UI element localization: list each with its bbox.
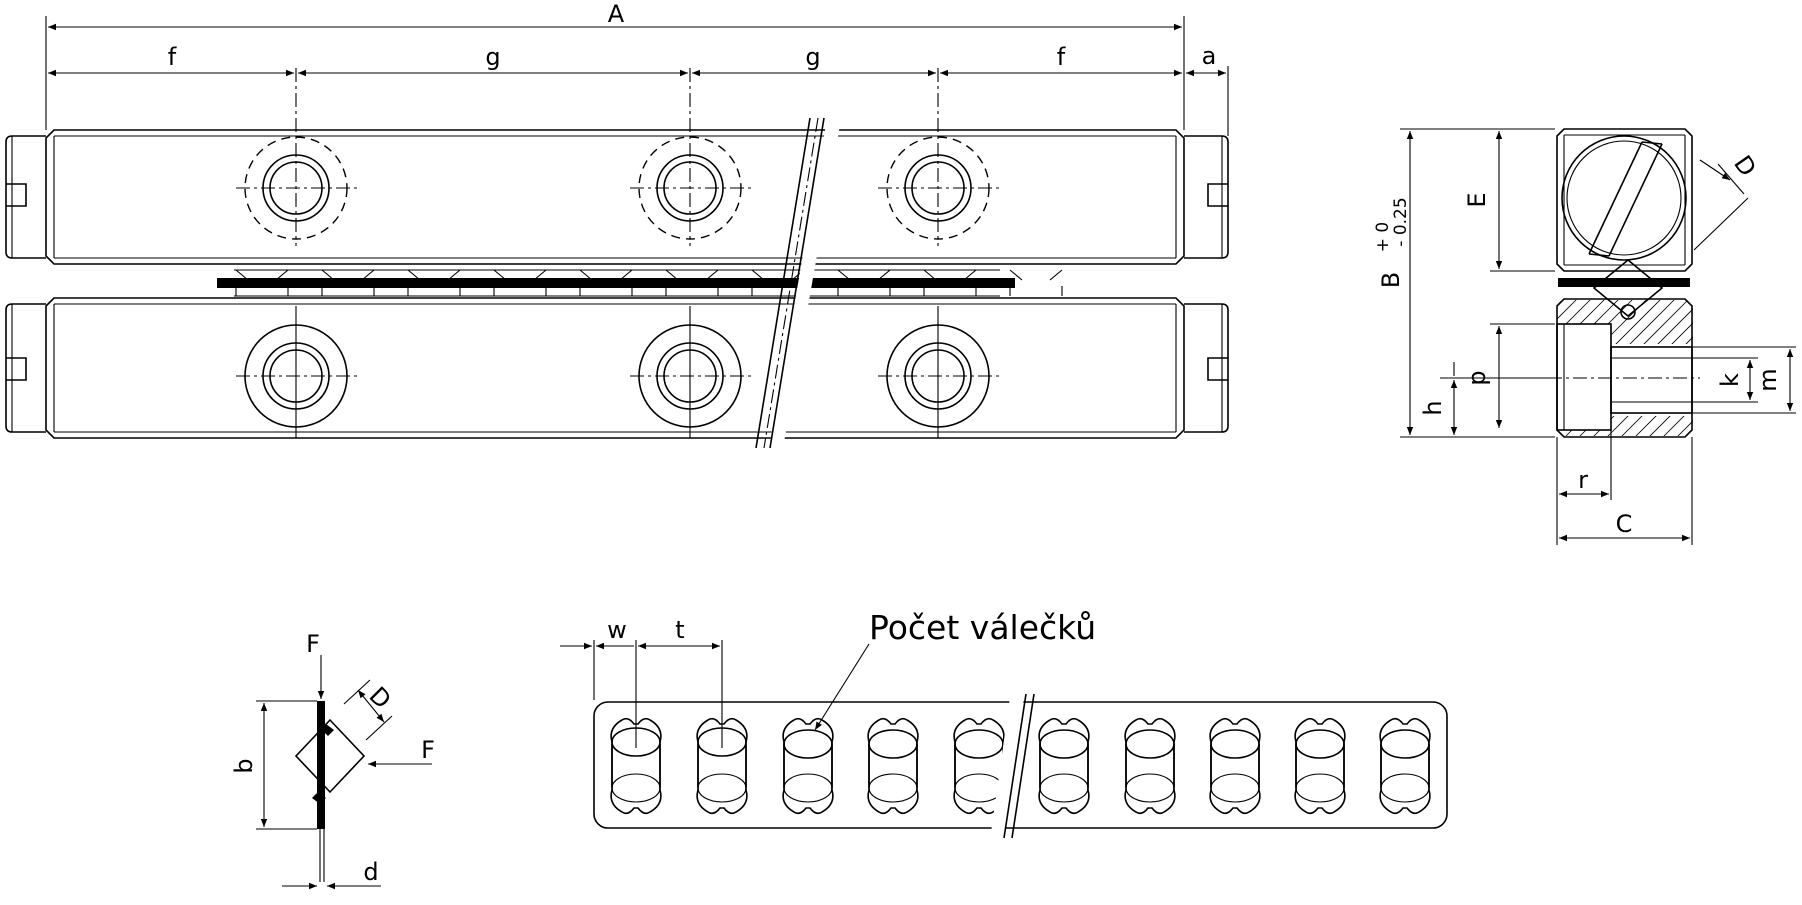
dimension-A: A — [45, 0, 1185, 130]
hatch-line — [1690, 300, 1693, 436]
label-F-top: F — [306, 630, 320, 658]
label-A: A — [608, 0, 625, 28]
label-C: C — [1616, 510, 1633, 538]
side-cage-bar — [1558, 278, 1690, 287]
hatch-line — [1676, 300, 1693, 436]
cage-tick — [665, 269, 719, 296]
roller-cage-detail: w t Počet válečků — [560, 608, 1448, 839]
upper-rail — [5, 129, 1229, 265]
side-lower-rail — [1397, 297, 1802, 438]
roller-load-detail: F F D b d — [230, 630, 435, 890]
dimension-k: k — [1692, 357, 1758, 403]
label-h: h — [1419, 400, 1447, 415]
label-B-tol-upper: + 0 — [1373, 222, 1393, 252]
label-g-left: g — [485, 43, 500, 71]
lower-rail-hole-1 — [236, 306, 358, 438]
label-k: k — [1716, 373, 1744, 387]
side-view: D E B + 0 - 0.25 p — [1373, 128, 1802, 545]
roller — [1379, 717, 1431, 815]
label-roller-count: Počet válečků — [869, 608, 1096, 647]
label-d: d — [363, 858, 378, 886]
upper-rail-hole-2 — [630, 68, 752, 246]
label-b: b — [230, 758, 258, 773]
cage-tick — [321, 269, 375, 296]
hatch-line — [1397, 297, 1537, 437]
dimension-f-g-g-f: f g g f — [48, 43, 1182, 77]
label-D-small: D — [364, 681, 397, 714]
label-D-side: D — [1728, 150, 1762, 181]
label-f-right: f — [1057, 43, 1066, 71]
label-f-left: f — [168, 43, 177, 71]
cage-tick — [579, 269, 633, 296]
hatch-line — [1557, 300, 1608, 436]
side-roller — [1592, 258, 1664, 320]
label-B-tol-lower: - 0.25 — [1391, 197, 1411, 246]
hatch-line — [1747, 297, 1802, 437]
label-t: t — [675, 616, 684, 644]
hatch-line — [1733, 297, 1802, 437]
dimension-E: E — [1463, 128, 1555, 272]
dimension-r: r — [1556, 430, 1612, 500]
roller — [1209, 717, 1261, 815]
roller — [1294, 717, 1346, 815]
cage-tick — [235, 269, 289, 296]
dimension-a: a — [1186, 42, 1229, 136]
label-a: a — [1202, 42, 1217, 70]
hatch-line — [1557, 300, 1594, 436]
dimension-h: h — [1419, 362, 1548, 435]
label-m: m — [1754, 368, 1782, 391]
lower-rail-hole-3 — [878, 306, 1000, 438]
cage-tick — [493, 269, 547, 296]
dimension-C: C — [1556, 437, 1693, 545]
dimension-m: m — [1692, 346, 1796, 414]
label-E: E — [1463, 192, 1491, 207]
label-w: w — [607, 616, 627, 644]
break-line-front — [755, 117, 842, 449]
roller — [782, 717, 834, 815]
roller-cage-front — [217, 269, 1063, 297]
upper-rail-hole-1 — [236, 68, 358, 246]
hatch-line — [1557, 300, 1622, 436]
hatch-line — [1705, 297, 1802, 437]
roller — [1038, 717, 1090, 815]
cage-tick — [923, 269, 977, 296]
dimension-B: B + 0 - 0.25 — [1373, 128, 1555, 438]
roller — [867, 717, 919, 815]
cage-tick — [837, 269, 891, 296]
upper-rail-hole-3 — [878, 68, 1000, 246]
dimension-p: p — [1463, 323, 1555, 428]
label-r: r — [1578, 466, 1588, 494]
roller — [696, 717, 748, 815]
front-view: A f g g f a — [5, 0, 1229, 449]
roller — [1124, 717, 1176, 815]
label-F-side: F — [421, 736, 435, 764]
side-upper-rail — [1556, 128, 1693, 272]
cage-tick — [1009, 269, 1063, 296]
lower-rail — [5, 297, 1229, 439]
dimension-D-side: D — [1693, 150, 1762, 251]
cage-tick — [407, 269, 461, 296]
label-g-right: g — [805, 43, 820, 71]
lower-rail-hole-2 — [630, 306, 752, 438]
label-B: B — [1377, 272, 1405, 288]
